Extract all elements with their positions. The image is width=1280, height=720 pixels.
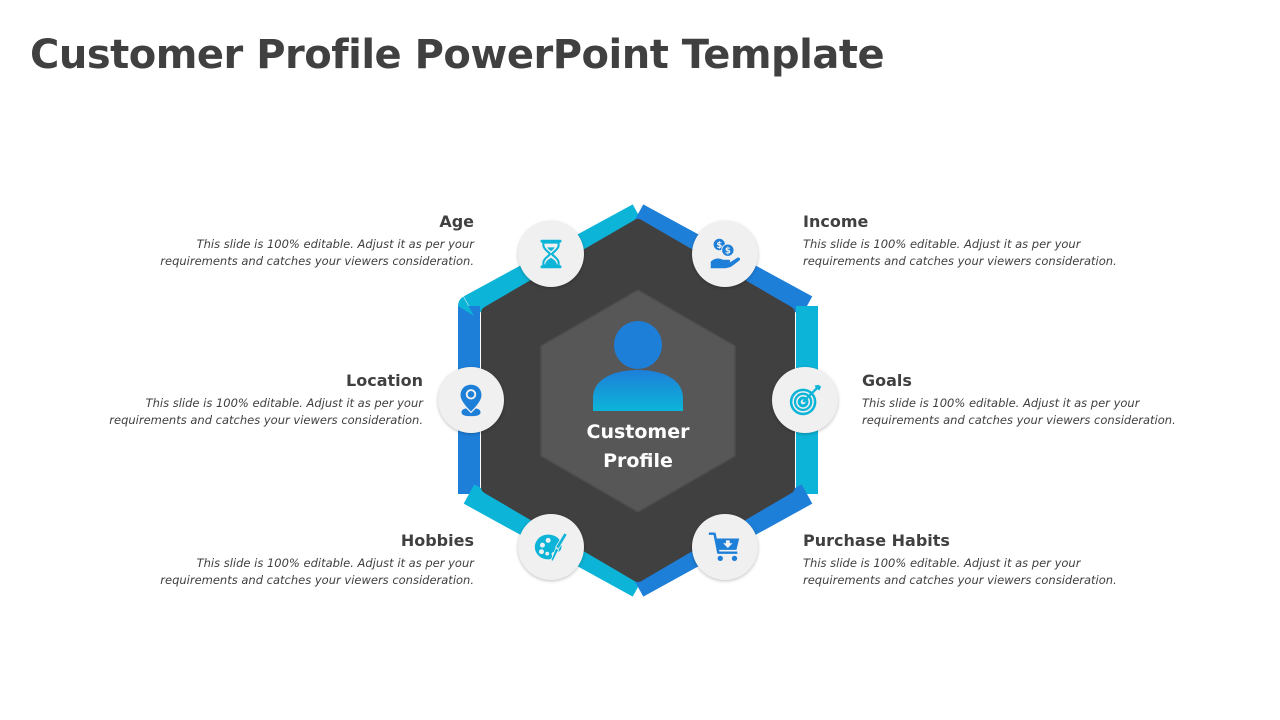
- item-purchase-habits: Purchase Habits This slide is 100% edita…: [803, 531, 1183, 589]
- item-heading: Income: [803, 212, 869, 231]
- desc-line: requirements and catches your viewers co…: [803, 573, 1117, 587]
- svg-text:$: $: [716, 241, 722, 251]
- purchase-habits-icon-circle: [692, 514, 758, 580]
- desc-line: requirements and catches your viewers co…: [160, 573, 474, 587]
- palette-icon: [534, 532, 568, 562]
- desc-line: This slide is 100% editable. Adjust it a…: [196, 556, 474, 570]
- age-icon-circle: [518, 221, 584, 287]
- location-icon-circle: [438, 367, 504, 433]
- center-label-line2: Profile: [603, 450, 673, 472]
- location-pin-icon: [460, 384, 482, 417]
- item-heading: Location: [346, 371, 423, 390]
- desc-line: requirements and catches your viewers co…: [109, 413, 423, 427]
- item-heading: Age: [439, 212, 474, 231]
- desc-line: requirements and catches your viewers co…: [862, 413, 1176, 427]
- desc-line: This slide is 100% editable. Adjust it a…: [862, 396, 1140, 410]
- desc-line: This slide is 100% editable. Adjust it a…: [145, 396, 423, 410]
- item-description: This slide is 100% editable. Adjust it a…: [94, 236, 474, 270]
- item-heading: Hobbies: [400, 531, 474, 550]
- outer-ring-corners: [458, 296, 474, 316]
- item-description: This slide is 100% editable. Adjust it a…: [803, 236, 1183, 270]
- item-hobbies: Hobbies This slide is 100% editable. Adj…: [94, 531, 474, 589]
- item-income: Income This slide is 100% editable. Adju…: [803, 212, 1183, 270]
- money-hand-icon: $ $: [710, 238, 741, 269]
- slide-title: Customer Profile PowerPoint Template: [30, 32, 885, 78]
- desc-line: requirements and catches your viewers co…: [803, 254, 1117, 268]
- center-label-line1: Customer: [586, 421, 690, 443]
- target-icon: [789, 384, 822, 416]
- desc-line: This slide is 100% editable. Adjust it a…: [196, 237, 474, 251]
- center-label: Customer Profile: [538, 418, 738, 476]
- item-description: This slide is 100% editable. Adjust it a…: [803, 555, 1183, 589]
- item-heading: Goals: [862, 371, 912, 390]
- income-icon-circle: $ $: [692, 221, 758, 287]
- item-location: Location This slide is 100% editable. Ad…: [43, 371, 423, 429]
- hobbies-icon-circle: [518, 514, 584, 580]
- user-icon: [593, 321, 683, 411]
- item-heading: Purchase Habits: [803, 531, 950, 550]
- shopping-cart-icon: [708, 532, 740, 562]
- desc-line: This slide is 100% editable. Adjust it a…: [803, 556, 1081, 570]
- desc-line: This slide is 100% editable. Adjust it a…: [803, 237, 1081, 251]
- svg-text:$: $: [725, 247, 731, 257]
- item-age: Age This slide is 100% editable. Adjust …: [94, 212, 474, 270]
- item-description: This slide is 100% editable. Adjust it a…: [94, 555, 474, 589]
- item-description: This slide is 100% editable. Adjust it a…: [862, 395, 1242, 429]
- item-goals: Goals This slide is 100% editable. Adjus…: [862, 371, 1242, 429]
- desc-line: requirements and catches your viewers co…: [160, 254, 474, 268]
- goals-icon-circle: [772, 367, 838, 433]
- hourglass-icon: [540, 239, 562, 269]
- item-description: This slide is 100% editable. Adjust it a…: [43, 395, 423, 429]
